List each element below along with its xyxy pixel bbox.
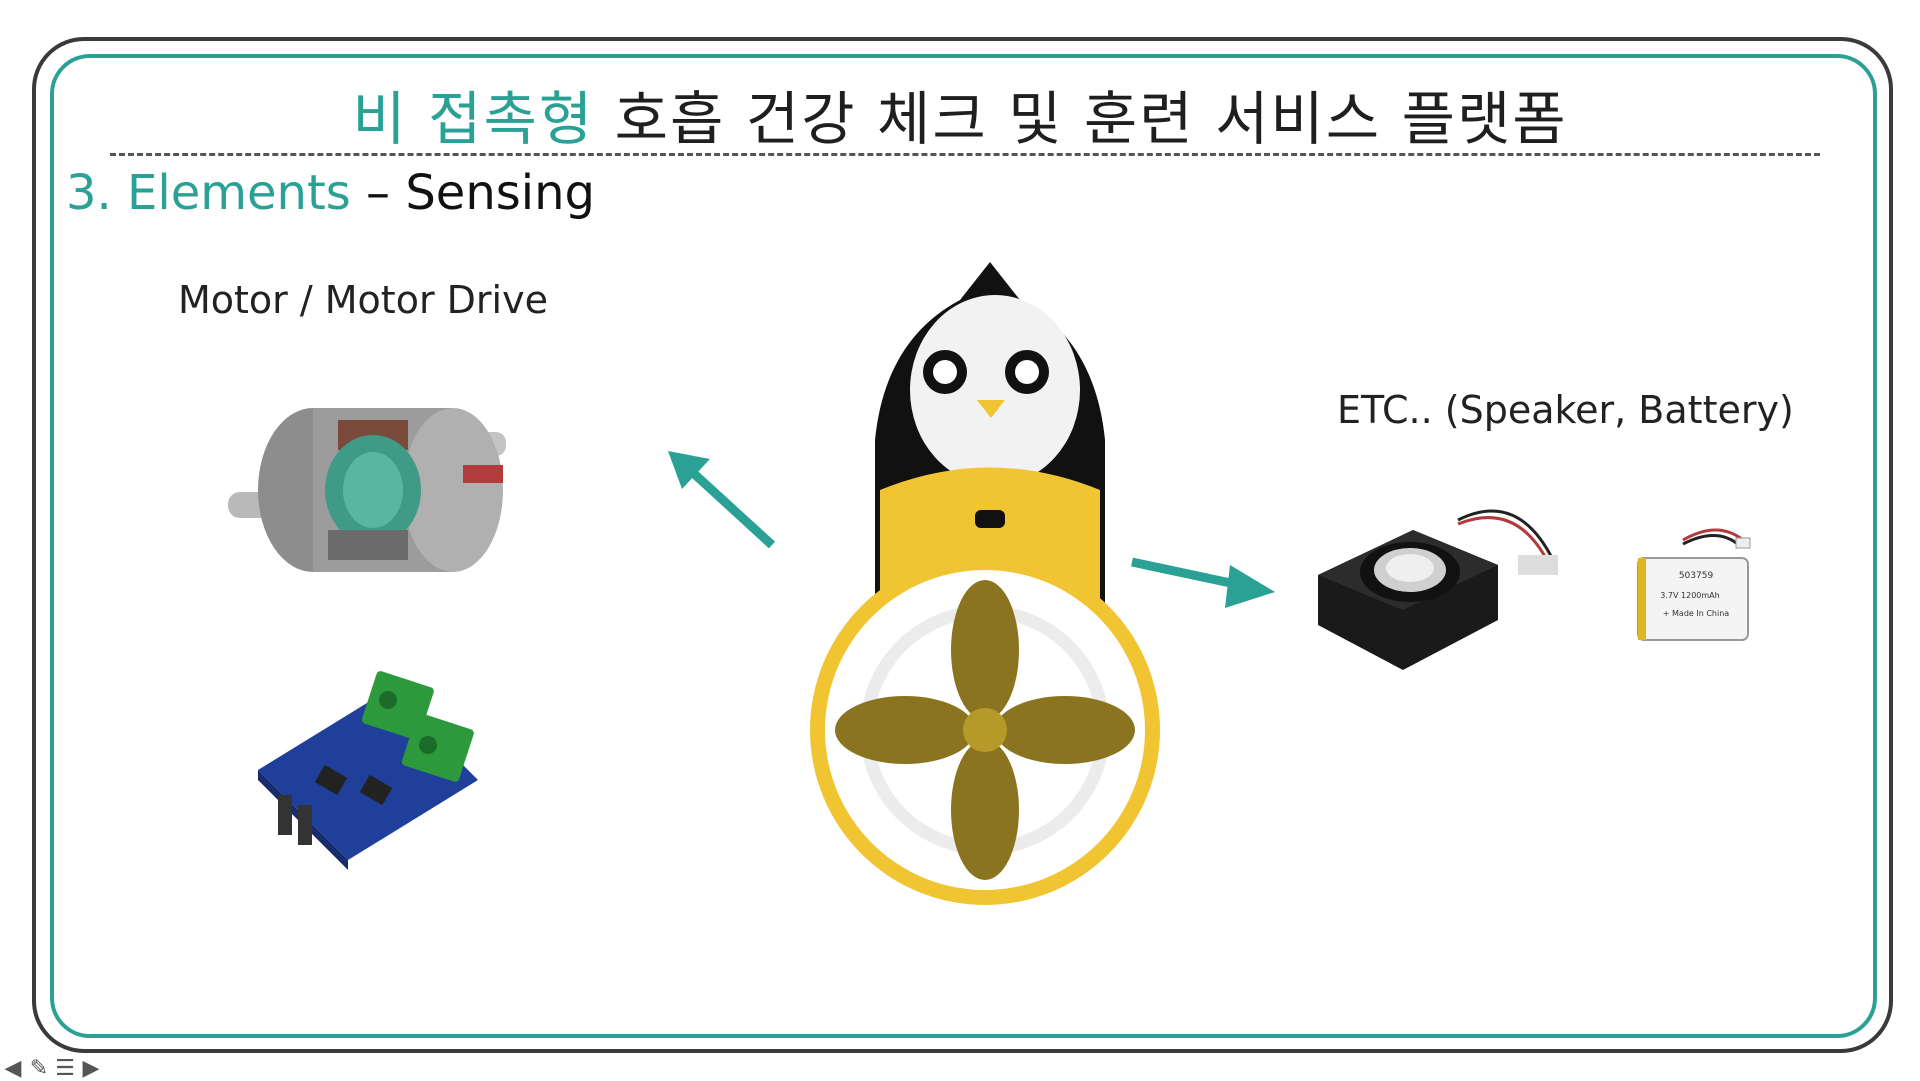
arrow-left-icon[interactable]: ◀ bbox=[4, 1055, 22, 1081]
slide-title-accent: 비 접촉형 bbox=[352, 85, 595, 153]
arrow-right-icon[interactable]: ▶ bbox=[82, 1055, 100, 1081]
etc-label: ETC.. (Speaker, Battery) bbox=[1337, 388, 1794, 432]
arrow-to-etc bbox=[1131, 557, 1275, 608]
motor-image bbox=[228, 408, 506, 572]
penguin-device-image bbox=[810, 262, 1160, 905]
motor-label: Motor / Motor Drive bbox=[178, 278, 548, 322]
slide-title: 비 접촉형 호흡 건강 체크 및 훈련 서비스 플랫폼 bbox=[110, 72, 1810, 156]
section-number: 3. Elements bbox=[66, 165, 351, 221]
motor-driver-image bbox=[258, 671, 478, 870]
title-divider bbox=[110, 153, 1820, 156]
battery-text-model: 503759 bbox=[1679, 571, 1714, 581]
section-subtitle: Sensing bbox=[405, 165, 595, 221]
slide-inner-frame bbox=[50, 54, 1877, 1038]
arrow-to-motor bbox=[668, 451, 776, 549]
section-separator: – bbox=[350, 165, 406, 221]
speaker-image bbox=[1318, 509, 1558, 670]
pen-icon[interactable]: ✎ bbox=[29, 1055, 49, 1081]
slide-outer-frame bbox=[32, 37, 1893, 1053]
section-heading: 3. Elements – Sensing bbox=[66, 165, 595, 221]
battery-text-spec: 3.7V 1200mAh bbox=[1660, 591, 1719, 600]
battery-text-origin: + Made In China bbox=[1663, 609, 1730, 618]
battery-image: 503759 3.7V 1200mAh + Made In China bbox=[1637, 528, 1751, 641]
presentation-nav: ◀ ✎ ☰ ▶ bbox=[2, 1055, 102, 1081]
slide-title-rest: 호흡 건강 체크 및 훈련 서비스 플랫폼 bbox=[594, 85, 1568, 153]
menu-icon[interactable]: ☰ bbox=[55, 1055, 75, 1081]
